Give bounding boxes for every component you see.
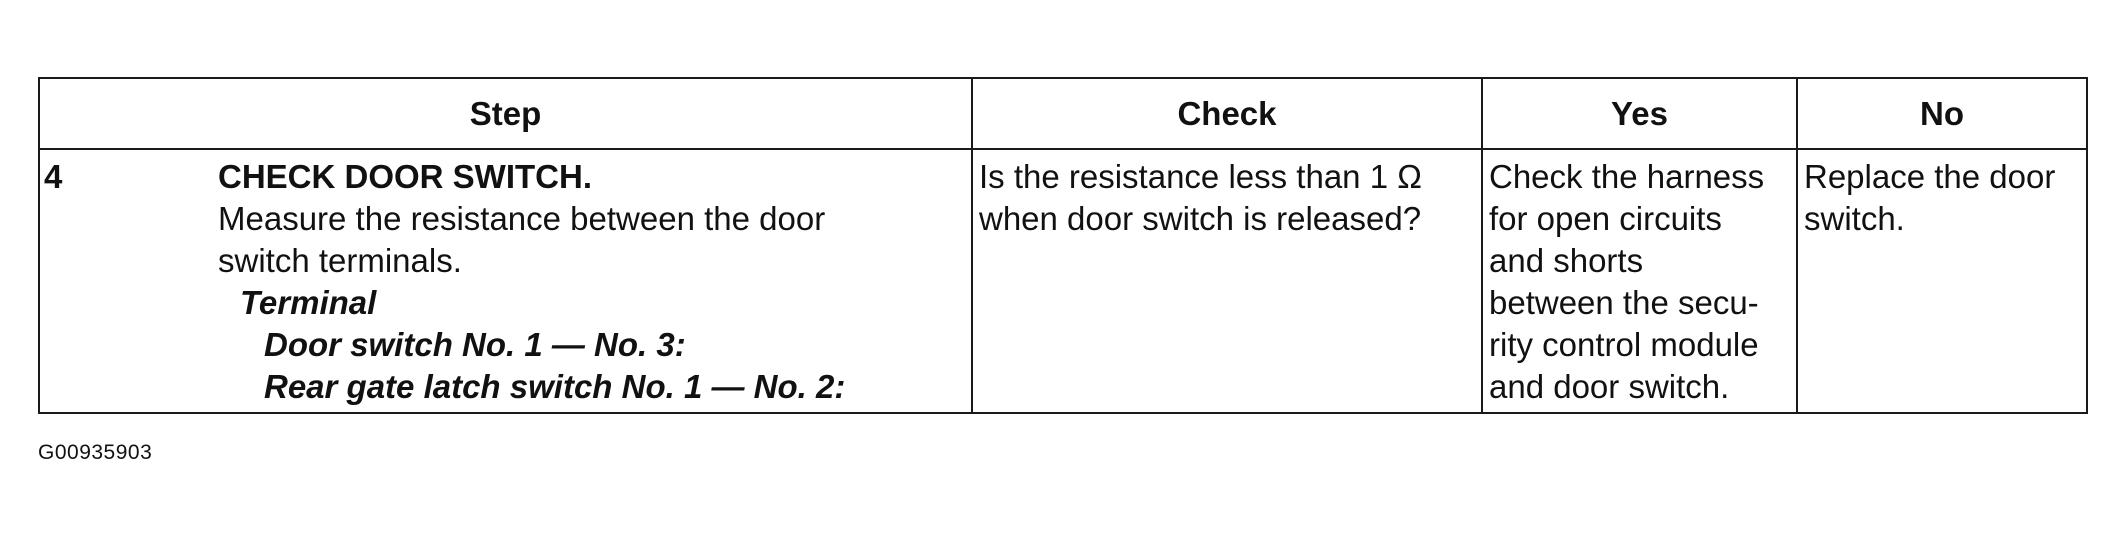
- terminal-line: Rear gate latch switch No. 1 — No. 2:: [264, 368, 846, 405]
- check-line: Is the resistance less than 1 Ω: [979, 158, 1422, 195]
- step-title: CHECK DOOR SWITCH.: [218, 158, 592, 195]
- diagnosis-table: Step Check Yes No 4 CHECK DOOR SWITCH. M…: [38, 77, 2088, 414]
- step-instruction-line: switch terminals.: [218, 242, 462, 279]
- header-check: Check: [971, 77, 1483, 150]
- header-no: No: [1796, 77, 2088, 150]
- terminal-heading: Terminal: [240, 284, 377, 321]
- step-number: 4: [44, 158, 63, 195]
- header-step: Step: [38, 77, 973, 150]
- yes-line: Check the harness: [1489, 158, 1765, 195]
- header-yes: Yes: [1481, 77, 1798, 150]
- step-cell: 4 CHECK DOOR SWITCH. Measure the resista…: [38, 148, 973, 414]
- yes-line: and shorts: [1489, 242, 1644, 279]
- check-line: when door switch is released?: [979, 200, 1422, 237]
- table-header-row: Step Check Yes No: [38, 77, 2088, 150]
- yes-line: between the secu-: [1489, 284, 1759, 321]
- step-body: CHECK DOOR SWITCH. Measure the resistanc…: [218, 156, 961, 408]
- yes-line: rity control module: [1489, 326, 1759, 363]
- yes-line: and door switch.: [1489, 368, 1730, 405]
- yes-cell: Check the harness for open circuits and …: [1481, 148, 1798, 414]
- no-cell: Replace the door switch.: [1796, 148, 2088, 414]
- terminal-line: Door switch No. 1 — No. 3:: [264, 326, 686, 363]
- figure-code: G00935903: [38, 441, 153, 464]
- no-line: Replace the door: [1804, 158, 2056, 195]
- no-line: switch.: [1804, 200, 1905, 237]
- step-instruction-line: Measure the resistance between the door: [218, 200, 826, 237]
- table-row: 4 CHECK DOOR SWITCH. Measure the resista…: [38, 148, 2088, 414]
- check-cell: Is the resistance less than 1 Ω when doo…: [971, 148, 1483, 414]
- yes-line: for open circuits: [1489, 200, 1722, 237]
